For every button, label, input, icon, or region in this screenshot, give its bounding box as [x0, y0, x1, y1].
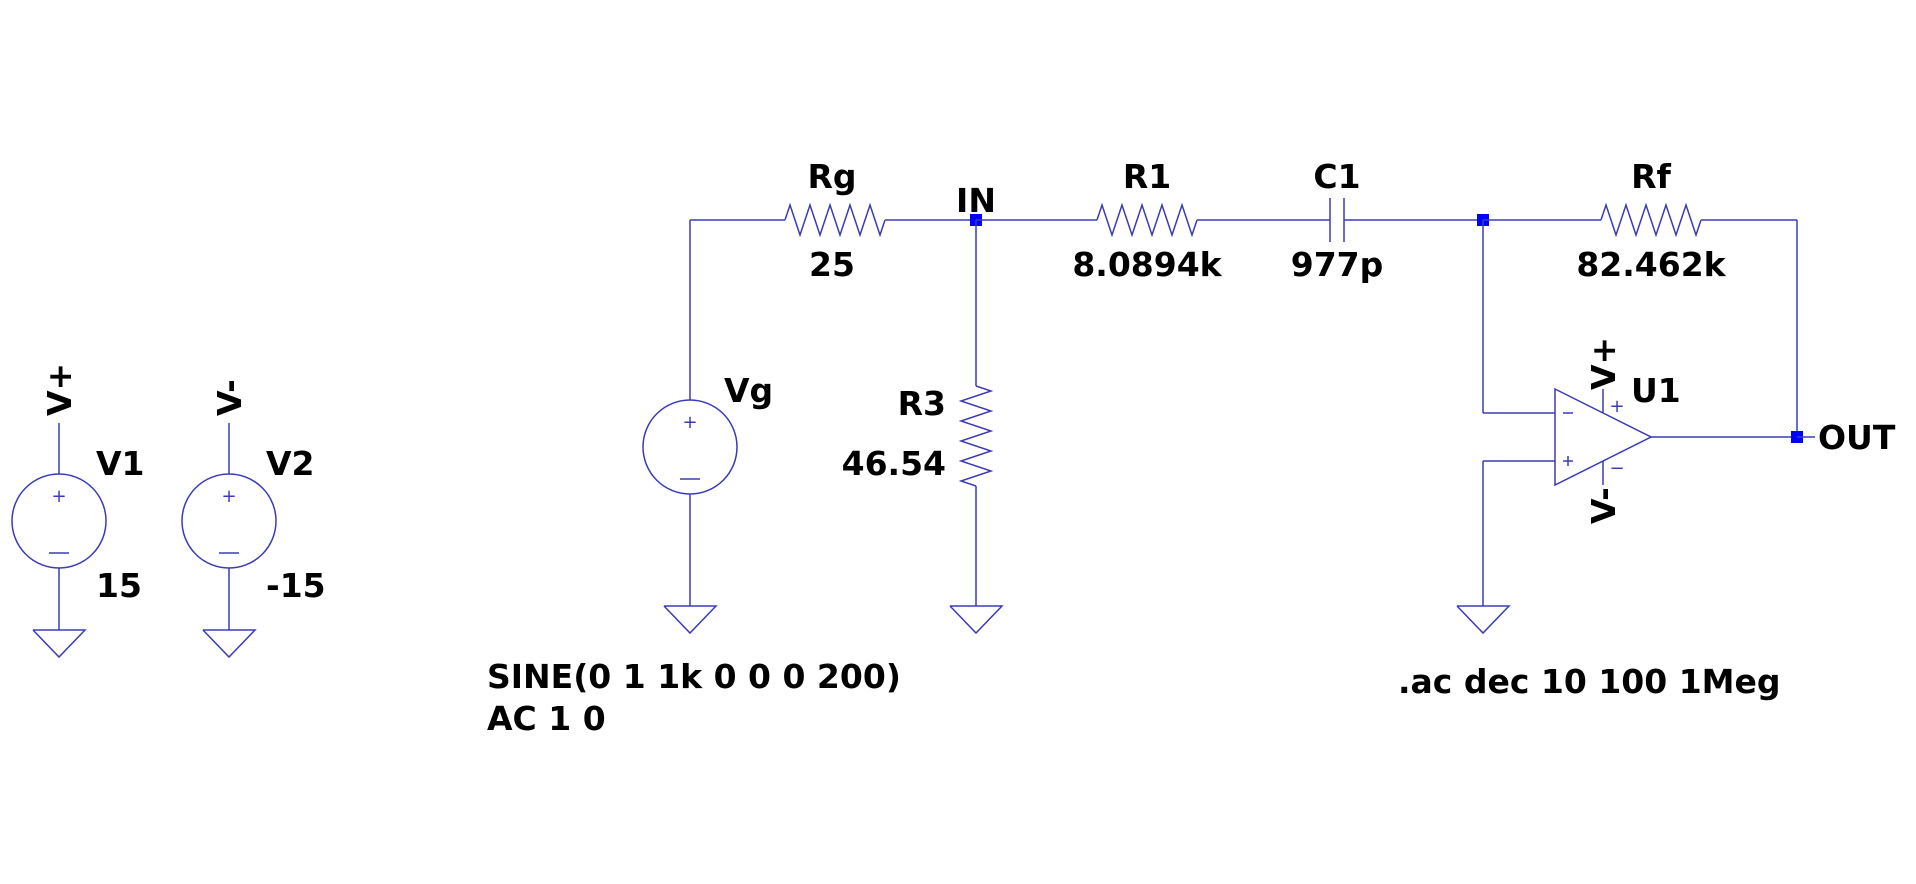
in-net-label: IN [956, 181, 996, 220]
r1-resistor[interactable] [1096, 202, 1198, 238]
r3-ground [949, 605, 1004, 635]
rg-name: Rg [807, 157, 856, 196]
v2-name: V2 [266, 444, 315, 483]
rf-resistor[interactable] [1600, 202, 1702, 238]
v2-net-label: V- [210, 379, 249, 416]
v2-source[interactable]: + [181, 423, 277, 659]
vg-source[interactable]: + [642, 220, 738, 635]
ac-directive[interactable]: .ac dec 10 100 1Meg [1398, 662, 1781, 701]
rg-value: 25 [809, 245, 855, 284]
svg-text:+: + [221, 486, 236, 507]
opamp-ground [1456, 605, 1511, 635]
v1-source[interactable]: + [11, 423, 107, 659]
rg-resistor[interactable] [784, 202, 886, 238]
r1-value: 8.0894k [1072, 245, 1222, 284]
svg-text:−: − [1609, 458, 1624, 479]
r3-name: R3 [898, 384, 946, 423]
u1-name: U1 [1631, 371, 1681, 410]
v2-value: -15 [266, 566, 326, 605]
v1-name: V1 [96, 444, 145, 483]
svg-text:+: + [682, 412, 697, 433]
v1-value: 15 [96, 566, 142, 605]
svg-text:+: + [1609, 396, 1624, 417]
u1-vneg-label: V- [1584, 487, 1623, 524]
rf-name: Rf [1631, 157, 1671, 196]
c1-capacitor[interactable] [1329, 198, 1345, 242]
c1-name: C1 [1313, 157, 1360, 196]
c1-value: 977p [1291, 245, 1384, 284]
u1-opamp[interactable]: + − [1554, 387, 1653, 487]
v1-net-label: V+ [40, 363, 79, 416]
u1-vpos-label: V+ [1584, 337, 1623, 390]
vg-ac-spec: AC 1 0 [487, 699, 606, 738]
out-net-label: OUT [1818, 418, 1896, 457]
r3-value: 46.54 [842, 444, 946, 483]
vg-name: Vg [724, 371, 773, 410]
r3-resistor[interactable] [958, 385, 994, 487]
vg-source-spec: SINE(0 1 1k 0 0 0 200) [487, 657, 901, 696]
r1-name: R1 [1123, 157, 1171, 196]
svg-text:+: + [51, 486, 66, 507]
rf-value: 82.462k [1576, 245, 1726, 284]
